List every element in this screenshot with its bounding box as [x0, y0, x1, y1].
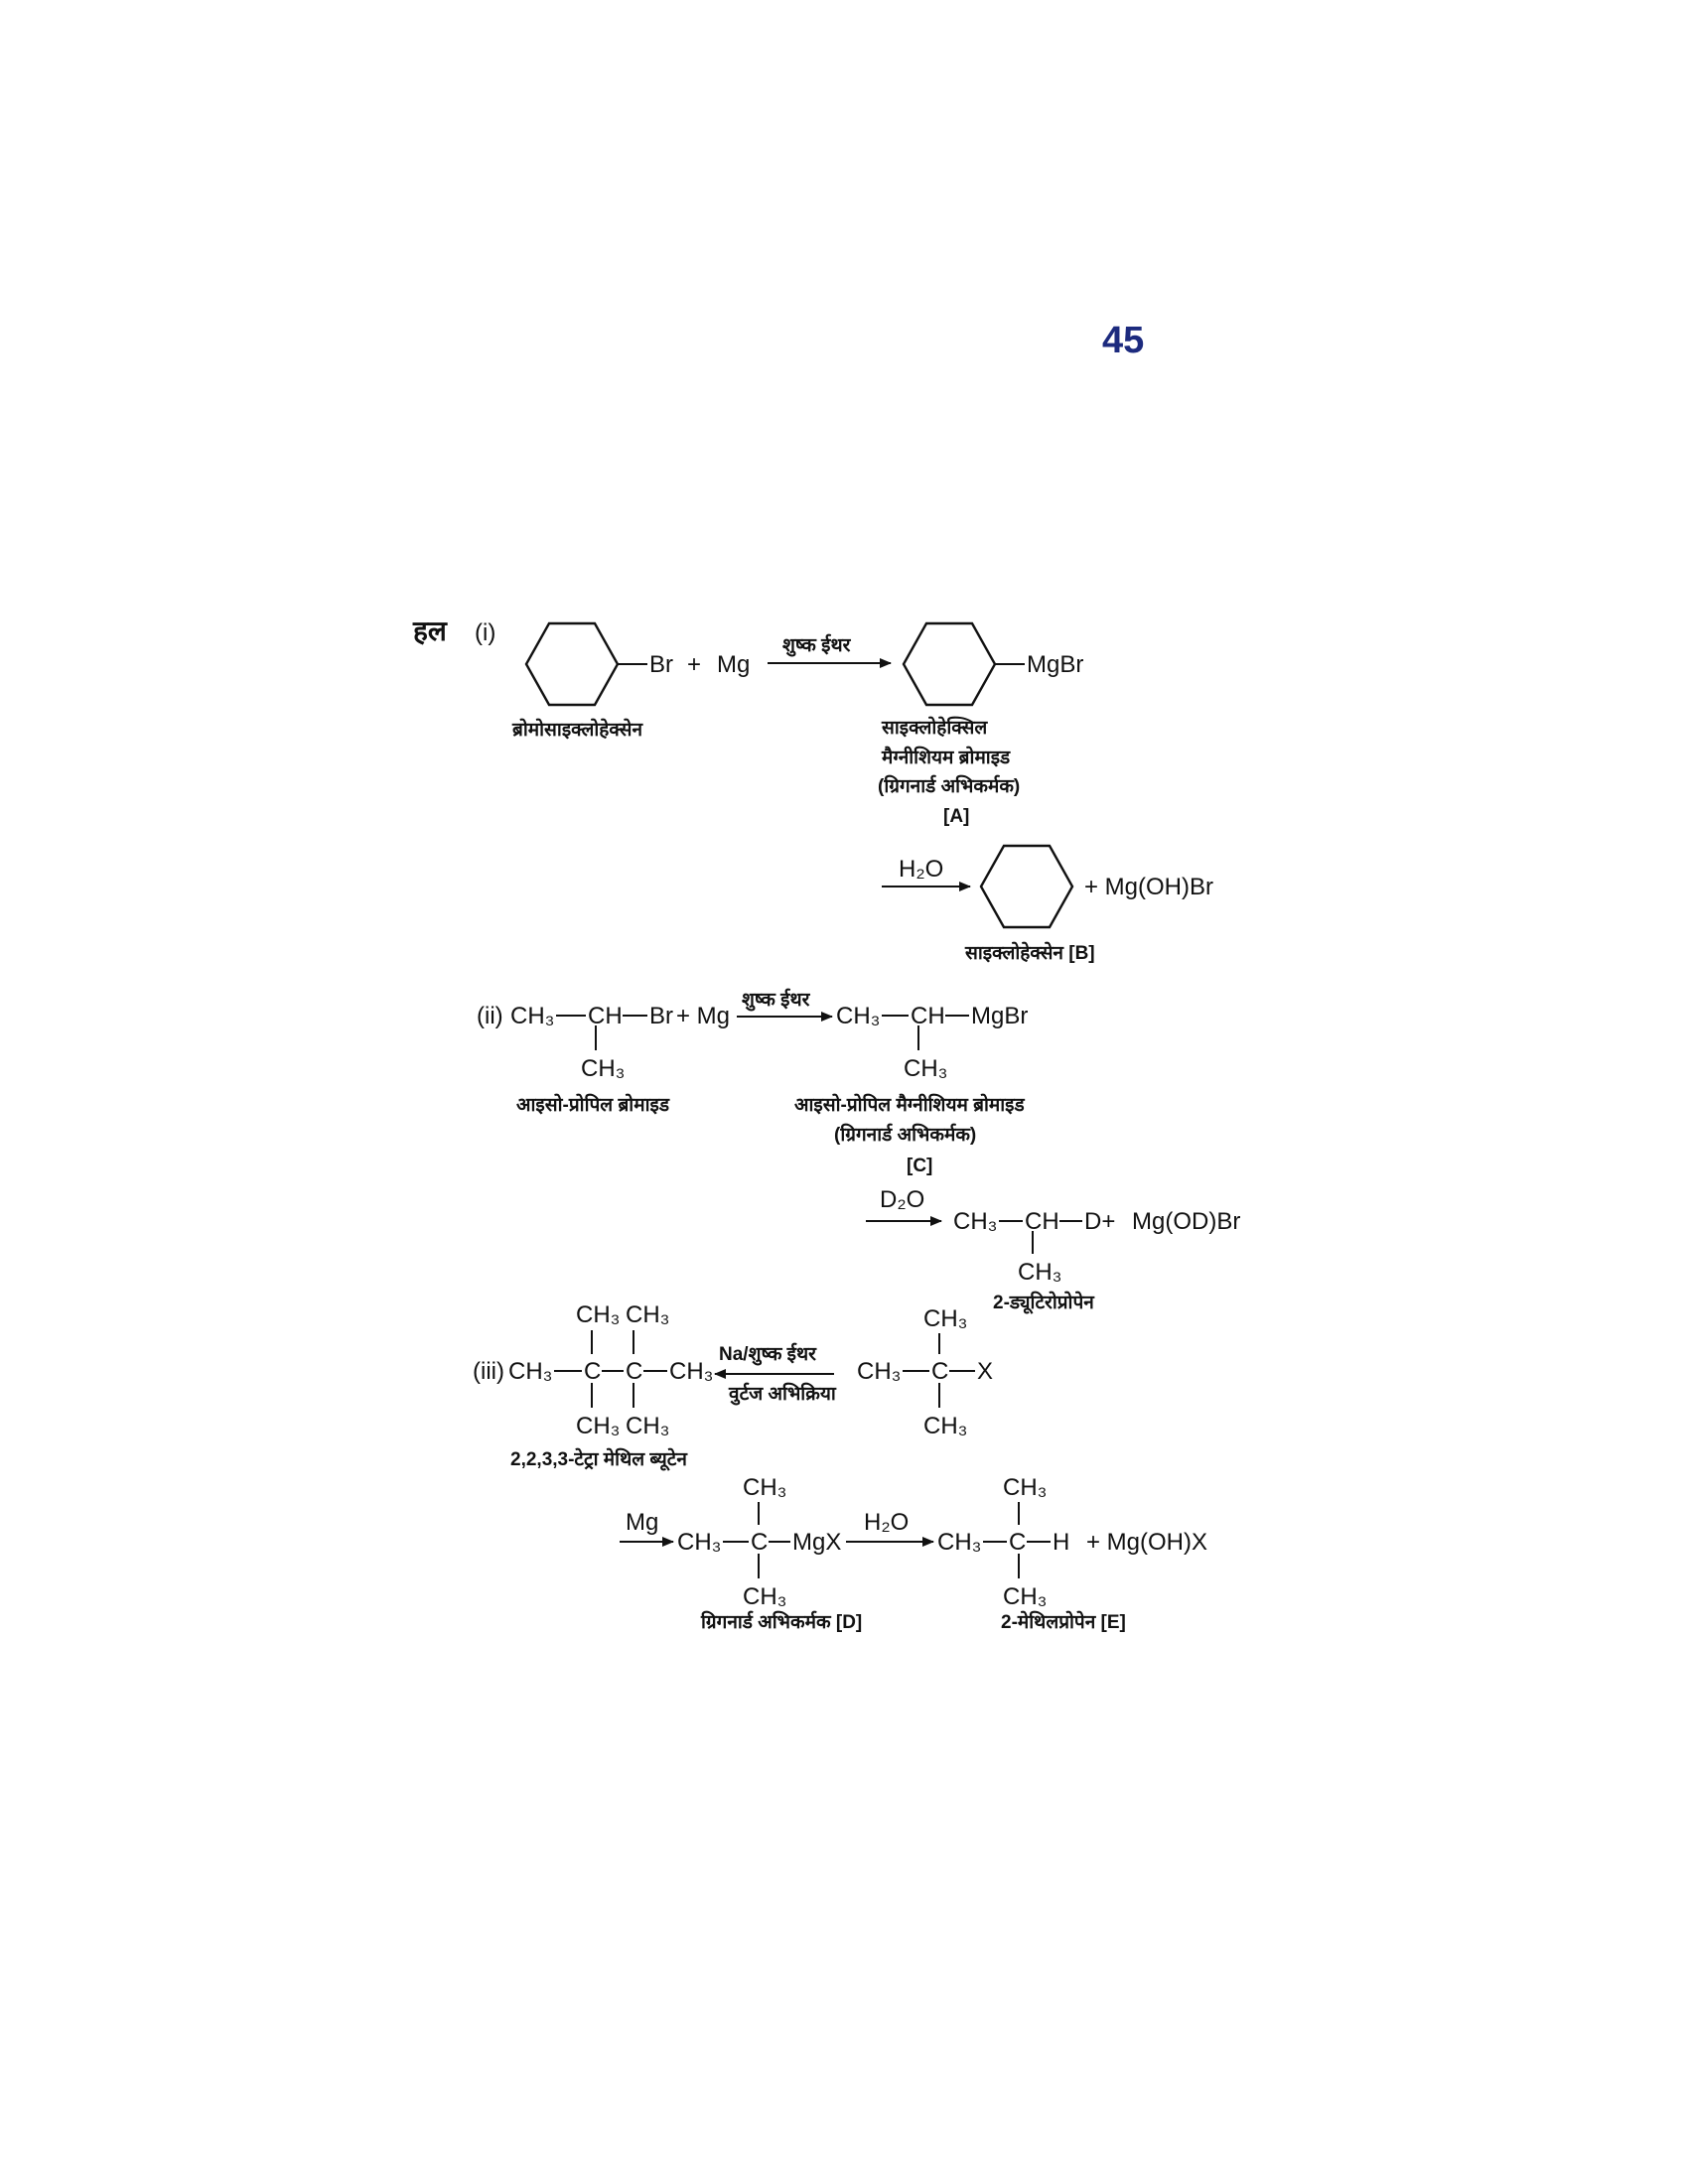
- solution-label: हल: [412, 615, 448, 646]
- bromine-atom: Br: [649, 1003, 673, 1029]
- product-label-line2: (ग्रिगनार्ड अभिकर्मक): [834, 1123, 976, 1146]
- d2o-reagent: D₂O: [880, 1186, 924, 1213]
- quaternary-carbon: C: [751, 1529, 768, 1556]
- methyl-group: CH₃: [1003, 1474, 1047, 1501]
- quaternary-carbon: C: [584, 1358, 601, 1385]
- methyl-group: CH₃: [576, 1301, 620, 1328]
- product-label-line1: साइक्लोहेक्सिल: [881, 716, 988, 739]
- hydrogen-atom: H: [1053, 1529, 1069, 1556]
- magnesium: Mg: [717, 651, 750, 678]
- methyl-group: CH₃: [937, 1529, 981, 1556]
- methyl-branch: CH₃: [581, 1055, 625, 1082]
- methyl-group: CH₃: [1003, 1583, 1047, 1610]
- mgx-group: MgX: [792, 1529, 841, 1556]
- methyl-group: CH₃: [626, 1413, 669, 1439]
- methyl-group: CH₃: [953, 1208, 997, 1235]
- methyl-group: CH₃: [857, 1358, 901, 1385]
- methyl-group: CH₃: [510, 1003, 554, 1029]
- methyl-group: CH₃: [923, 1413, 967, 1439]
- product-label-line1: आइसो-प्रोपिल मैग्नीशियम ब्रोमाइड: [794, 1093, 1025, 1116]
- page-number: 45: [1102, 320, 1145, 361]
- methyl-group: CH₃: [836, 1003, 880, 1029]
- product-label-a: [A]: [943, 806, 969, 827]
- wurtz-reaction-label: वुर्टज अभिक्रिया: [728, 1382, 837, 1406]
- mgbr-group: MgBr: [1027, 651, 1083, 678]
- byproduct: Mg(OD)Br: [1132, 1208, 1240, 1235]
- methyl-group: CH₃: [743, 1474, 786, 1501]
- reaction-part-2: (ii) CH₃ CH Br + Mg CH₃ शुष्क ईथर CH₃ CH…: [477, 988, 1240, 1314]
- quaternary-carbon: C: [931, 1358, 948, 1385]
- cyclohexane-label: साइक्लोहेक्सेन [B]: [964, 941, 1095, 964]
- methyl-group: CH₃: [743, 1583, 786, 1610]
- methyl-branch: CH₃: [1018, 1259, 1061, 1286]
- plus-mg: + Mg: [676, 1003, 730, 1029]
- water-reagent: H₂O: [899, 856, 943, 883]
- mgbr-group: MgBr: [971, 1003, 1028, 1029]
- ch-group: CH: [911, 1003, 945, 1029]
- methyl-group: CH₃: [576, 1413, 620, 1439]
- reagent-label: शुष्क ईथर: [782, 633, 852, 657]
- deuterium-atom: D+: [1084, 1208, 1115, 1235]
- ch-group: CH: [588, 1003, 623, 1029]
- reaction-part-1: (i) Br + Mg शुष्क ईथर MgBr ब्रोमोसाइक्लो…: [475, 619, 1213, 964]
- quaternary-carbon: C: [626, 1358, 642, 1385]
- wurtz-reagent: Na/शुष्क ईथर: [719, 1342, 817, 1366]
- ch-group: CH: [1025, 1208, 1059, 1235]
- methyl-group: CH₃: [508, 1358, 552, 1385]
- wurtz-product-label: 2,2,3,3-टेट्रा मेथिल ब्यूटेन: [510, 1447, 688, 1471]
- methylpropane-label-e: 2-मेथिलप्रोपेन [E]: [1001, 1610, 1126, 1633]
- cyclohexane-product-ring: [979, 844, 1074, 929]
- plus-sign: +: [687, 651, 701, 678]
- product-label-c: [C]: [907, 1156, 932, 1176]
- methyl-branch: CH₃: [904, 1055, 947, 1082]
- cyclohexane-ring: [524, 621, 620, 707]
- bromine-atom: Br: [649, 651, 673, 678]
- methyl-group: CH₃: [669, 1358, 713, 1385]
- water-reagent: H₂O: [864, 1509, 909, 1536]
- methyl-group: CH₃: [923, 1305, 967, 1332]
- reactant-label: ब्रोमोसाइक्लोहेक्सेन: [511, 718, 643, 741]
- cyclohexyl-ring: [902, 621, 997, 707]
- product-label-line2: मैग्नीशियम ब्रोमाइड: [881, 746, 1011, 768]
- product-label-line3: (ग्रिगनार्ड अभिकर्मक): [878, 774, 1020, 797]
- reaction-part-3: (iii) CH₃ C C CH₃ CH₃ CH₃ CH₃ CH₃ 2,2,3,…: [473, 1301, 1207, 1633]
- part-number: (i): [475, 619, 495, 646]
- reactant-label: आइसो-प्रोपिल ब्रोमाइड: [516, 1093, 670, 1116]
- methyl-group: CH₃: [677, 1529, 721, 1556]
- methyl-group: CH₃: [626, 1301, 669, 1328]
- part-number: (ii): [477, 1003, 503, 1029]
- part-number: (iii): [473, 1358, 504, 1385]
- magnesium-reagent: Mg: [626, 1509, 658, 1536]
- quaternary-carbon: C: [1009, 1529, 1026, 1556]
- deuteropropane-label: 2-ड्यूटिरोप्रोपेन: [993, 1291, 1095, 1314]
- byproduct: + Mg(OH)X: [1086, 1529, 1207, 1556]
- grignard-label-d: ग्रिगनार्ड अभिकर्मक [D]: [700, 1610, 862, 1633]
- reagent-label: शुष्क ईथर: [742, 988, 811, 1012]
- halogen-x: X: [977, 1358, 993, 1385]
- byproduct: + Mg(OH)Br: [1084, 874, 1213, 900]
